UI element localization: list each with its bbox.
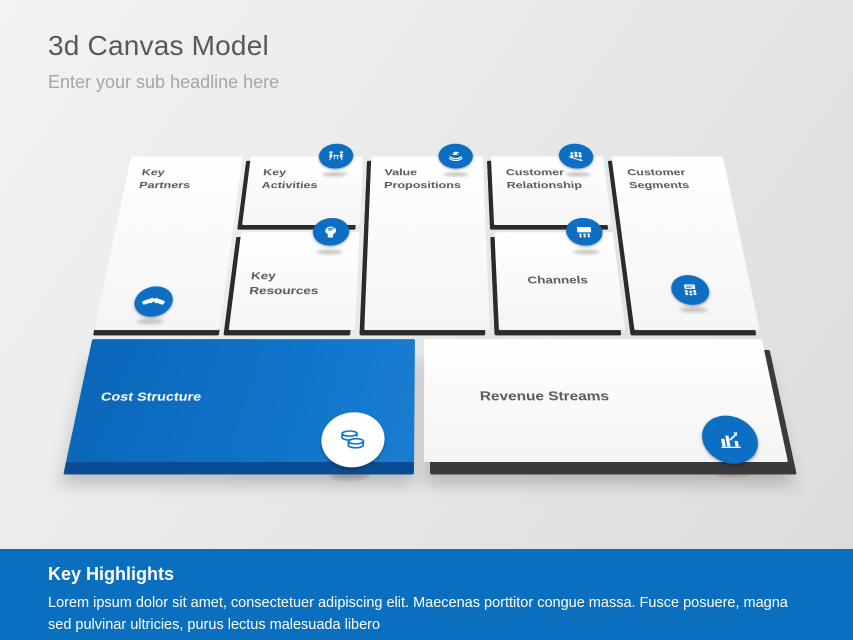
key-highlights-band: Key Highlights Lorem ipsum dolor sit ame… <box>0 549 853 640</box>
page-subtitle: Enter your sub headline here <box>48 72 279 93</box>
icon-shadow <box>444 172 469 176</box>
cell-label: Customer Relationship <box>506 166 585 192</box>
cell-label: Customer Segments <box>626 166 707 192</box>
cell-label: Revenue Streams <box>480 390 610 405</box>
cell-key-activities: Key Activities <box>242 157 362 225</box>
icon-shadow <box>136 319 164 324</box>
canvas-lower-grid: Cost Structure Revenue Streams <box>66 339 788 462</box>
icon-shadow <box>322 172 347 176</box>
page-title: 3d Canvas Model <box>48 30 279 62</box>
key-highlights-body: Lorem ipsum dolor sit amet, consectetuer… <box>48 592 805 636</box>
cell-cost-structure: Cost Structure <box>66 339 415 462</box>
hand-coins-icon <box>439 144 474 169</box>
cell-revenue-streams: Revenue Streams <box>424 339 788 462</box>
icon-shadow <box>565 172 590 176</box>
cell-label: Key Partners <box>138 166 219 192</box>
handshake-icon <box>132 286 175 316</box>
bar-chart-arrow-icon <box>698 416 762 464</box>
key-highlights-heading: Key Highlights <box>48 564 853 585</box>
cell-key-partners: Key Partners <box>94 157 243 330</box>
icon-shadow <box>316 250 343 255</box>
cell-channels: Channels <box>495 232 625 330</box>
canvas-model-3d: Key Partners Key Activities <box>66 157 788 462</box>
cell-label: Key Activities <box>261 166 340 192</box>
audience-screen-icon <box>669 275 712 305</box>
icon-shadow <box>573 250 600 255</box>
cell-label: Key Resources <box>248 269 333 299</box>
canvas-upper-grid: Key Partners Key Activities <box>94 157 760 330</box>
icon-shadow <box>679 307 707 312</box>
icon-shadow <box>329 472 370 480</box>
cell-value-propositions: Value Propositions <box>364 157 490 330</box>
column-relationship-channels: Customer Relationship Channels <box>491 157 625 330</box>
cell-customer-segments: Customer Segments <box>611 157 760 330</box>
cell-label: Channels <box>496 273 619 288</box>
column-activities-resources: Key Activities Key Resources <box>229 157 363 330</box>
meeting-icon <box>318 144 354 169</box>
cell-label: Cost Structure <box>100 390 203 404</box>
cell-label: Value Propositions <box>384 166 461 192</box>
head-gears-icon <box>312 218 350 246</box>
customers-arrow-icon <box>557 144 594 169</box>
cell-customer-relationship: Customer Relationship <box>491 157 611 225</box>
coins-stack-icon <box>320 412 386 467</box>
header: 3d Canvas Model Enter your sub headline … <box>48 30 279 93</box>
cell-key-resources: Key Resources <box>229 232 359 330</box>
icon-shadow <box>713 469 753 476</box>
